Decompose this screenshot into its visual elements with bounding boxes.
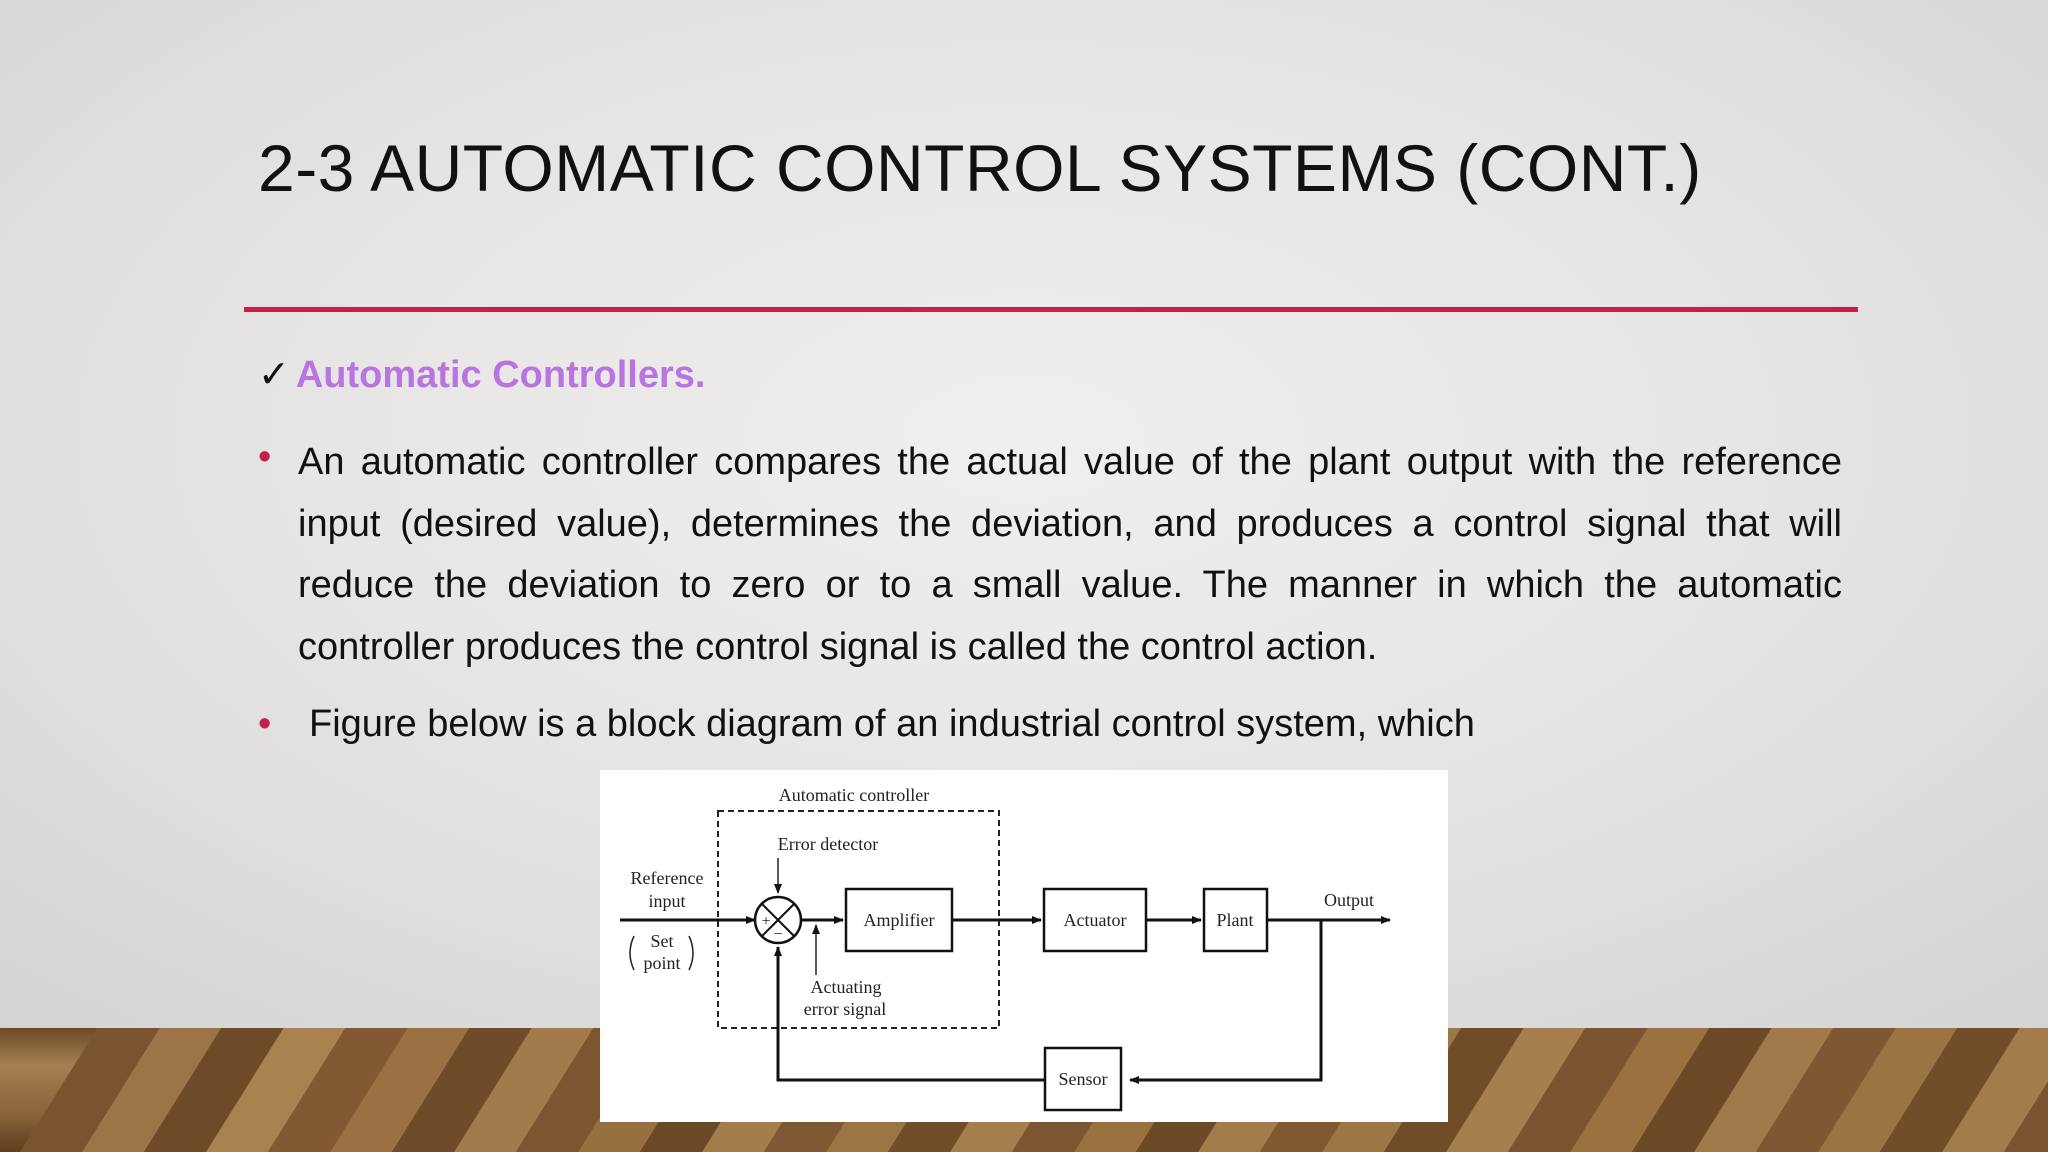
label-automatic-controller: Automatic controller	[779, 785, 929, 805]
minus-sign: −	[773, 926, 782, 943]
label-error-detector: Error detector	[778, 834, 878, 854]
title-divider	[244, 307, 1858, 312]
label-point: point	[643, 953, 680, 973]
label-actuator: Actuator	[1064, 910, 1127, 930]
label-actuating: Actuating	[811, 977, 882, 997]
label-amplifier: Amplifier	[864, 910, 935, 930]
label-set: Set	[650, 931, 673, 951]
bullet-icon: •	[258, 703, 272, 745]
label-sensor: Sensor	[1059, 1069, 1108, 1089]
plant-block	[1202, 887, 1269, 953]
bullet-paragraph-2: Figure below is a block diagram of an in…	[309, 703, 1475, 745]
checkmark-icon: ✓	[258, 354, 290, 396]
subheading-line: ✓Automatic Controllers.	[258, 352, 705, 397]
amplifier-block	[844, 887, 954, 953]
block-diagram: Automatic controller Error detector Refe…	[600, 770, 1448, 1122]
bullet-paragraph-1: An automatic controller compares the act…	[298, 441, 1842, 668]
block-diagram-svg: Automatic controller Error detector Refe…	[620, 785, 1391, 1112]
slide-title: 2-3 AUTOMATIC CONTROL SYSTEMS (CONT.)	[258, 131, 1702, 205]
label-error-signal: error signal	[804, 999, 886, 1019]
plus-sign: +	[761, 913, 770, 930]
label-reference: Reference	[631, 868, 704, 888]
controller-boundary	[717, 810, 1000, 1029]
label-plant: Plant	[1216, 910, 1253, 930]
subheading: Automatic Controllers.	[295, 354, 706, 396]
label-input: input	[648, 891, 685, 911]
bullet-icon: •	[258, 436, 272, 478]
label-output: Output	[1324, 890, 1374, 910]
